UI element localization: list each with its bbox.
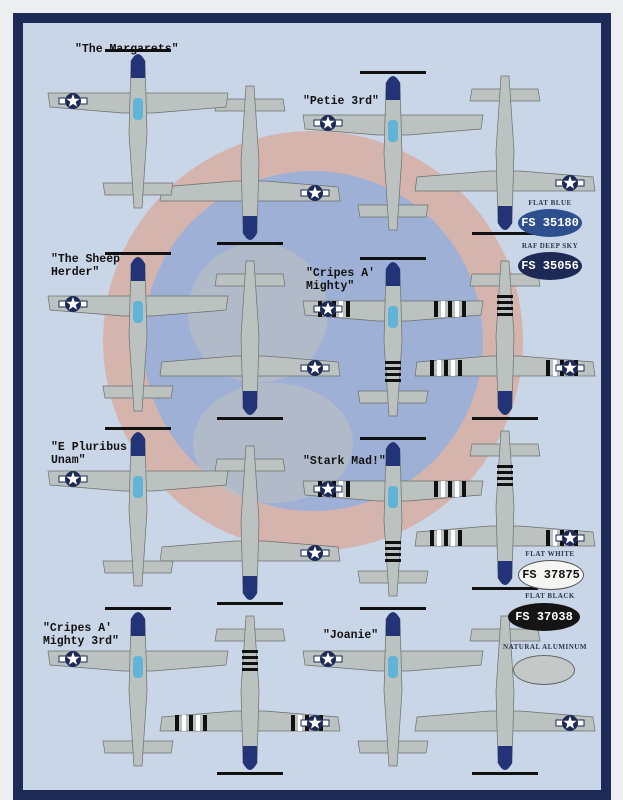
- decal-sheet: "The Margarets" "Petie 3rd" "The Sheep H…: [13, 13, 611, 800]
- aircraft-label: "Stark Mad!": [303, 455, 386, 468]
- aircraft-top-view: [302, 606, 484, 767]
- mascot-body: [193, 383, 353, 503]
- aircraft-top-view: [47, 426, 229, 587]
- aircraft-bottom-view: [414, 260, 596, 421]
- aircraft-top-view: [302, 70, 484, 231]
- chip-title: NATURAL ALUMINUM: [503, 643, 587, 651]
- aircraft-top-view: [47, 48, 229, 209]
- aircraft-bottom-view: [414, 615, 596, 776]
- chip-title: RAF DEEP SKY: [521, 242, 579, 250]
- paint-chip-flat-blue: FS 35180: [518, 209, 582, 237]
- aircraft-top-view: [47, 606, 229, 767]
- aircraft-top-view: [47, 251, 229, 412]
- paint-chip-raf-deep-sky: FS 35056: [518, 252, 582, 280]
- aircraft-top-view: [302, 256, 484, 417]
- paint-chip-flat-white: FS 37875: [518, 560, 584, 590]
- chip-title: FLAT BLUE: [528, 199, 572, 207]
- chip-title: FLAT WHITE: [525, 550, 575, 558]
- aircraft-label: "Joanie": [323, 629, 379, 642]
- aircraft-label: "E Pluribus Unam": [51, 441, 127, 467]
- paint-chip-flat-black: FS 37038: [508, 603, 580, 631]
- paint-chip-natural-aluminum: [513, 655, 575, 685]
- aircraft-label: "The Sheep Herder": [51, 253, 121, 279]
- aircraft-top-view: [302, 436, 484, 597]
- aircraft-label: "Petie 3rd": [303, 95, 379, 108]
- chip-title: FLAT BLACK: [525, 592, 575, 600]
- artwork: [47, 48, 596, 776]
- aircraft-bottom-view: [414, 430, 596, 591]
- aircraft-label: "Cripes A' Mighty": [306, 267, 376, 293]
- aircraft-label: "Cripes A' Mighty 3rd": [43, 622, 119, 648]
- aircraft-bottom-view: [159, 615, 341, 776]
- aircraft-label: "The Margarets": [75, 43, 179, 56]
